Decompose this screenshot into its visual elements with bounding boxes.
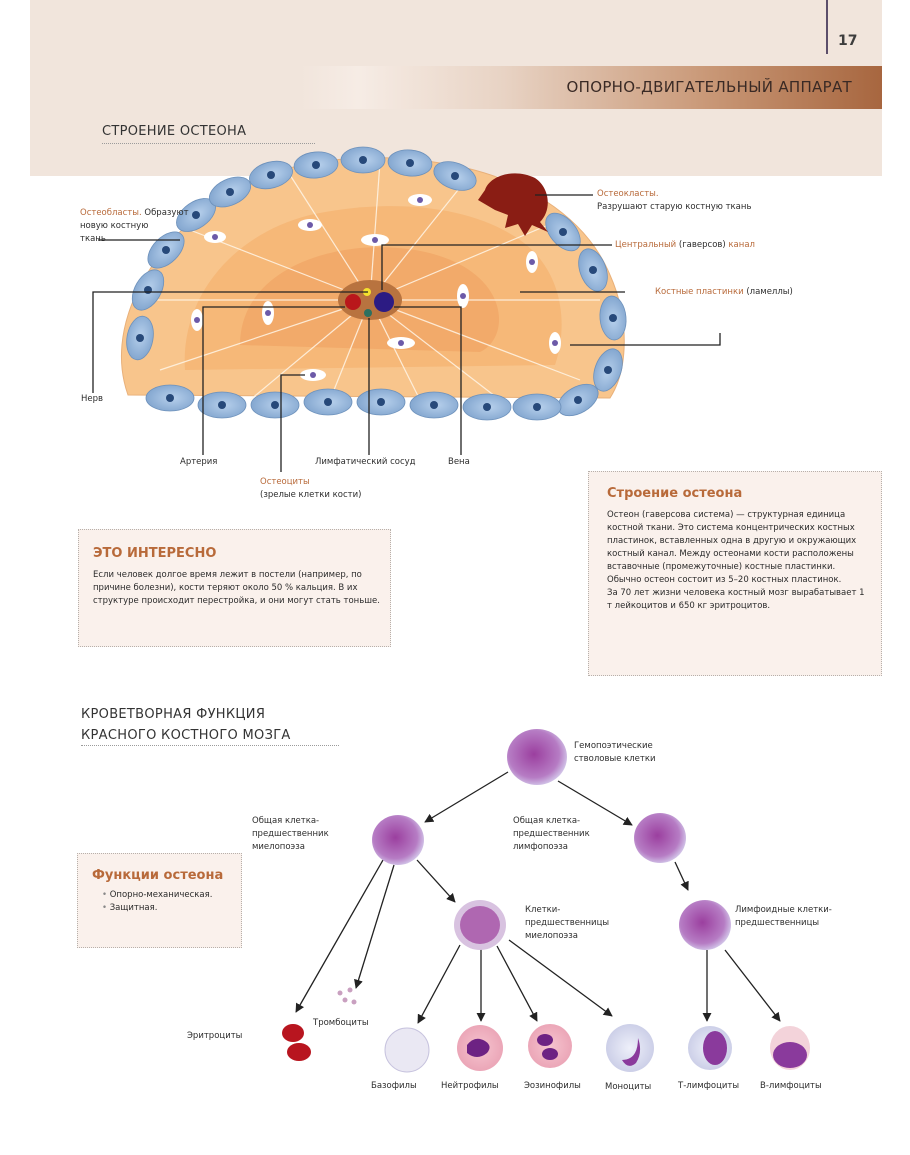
label-osteoclasts: Остеокласты. Разрушают старую костную тк… — [597, 189, 752, 212]
label-vein: Вена — [448, 457, 470, 467]
chapter-banner — [300, 66, 882, 109]
page-number: 17 — [838, 33, 858, 49]
lymphoid-precursor-cell — [679, 900, 731, 950]
label-central-canal: Центральный (гаверсов) канал — [615, 240, 755, 250]
label-lymph-vessel: Лимфатический сосуд — [315, 457, 416, 467]
label-osteoblasts: Остеобласты. Образуют новую костную ткан… — [80, 208, 189, 244]
artery-dot — [345, 294, 361, 310]
erythrocyte — [282, 1024, 304, 1042]
lymph-vessel-dot — [364, 309, 372, 317]
box-title: Строение остеона — [607, 486, 743, 501]
stem-cell — [507, 729, 567, 785]
box-title: Функции остеона — [92, 868, 224, 883]
label-artery: Артерия — [180, 457, 218, 467]
section-title-underline — [81, 745, 339, 746]
vein-dot — [374, 292, 394, 312]
function-item: Опорно-механическая. — [102, 889, 231, 902]
label-lymphoid-precursors: Лимфоидные клетки-предшественницы — [735, 905, 832, 928]
chapter-title: ОПОРНО-ДВИГАТЕЛЬНЫЙ АППАРАТ — [566, 78, 852, 96]
osteon-section-title: СТРОЕНИЕ ОСТЕОНА — [102, 124, 247, 139]
arrow — [424, 771, 509, 823]
label-monocytes: Моноциты — [605, 1082, 652, 1092]
osteon-structure-box: Строение остеона Остеон (гаверсова систе… — [588, 471, 882, 676]
label-t-lymphocytes: Т-лимфоциты — [678, 1081, 740, 1091]
lymphoid-progenitor-cell — [634, 813, 686, 863]
leader-lines — [92, 194, 721, 472]
label-thrombocytes: Тромбоциты — [313, 1018, 369, 1028]
thrombocytes — [337, 987, 357, 1005]
arrow — [557, 780, 633, 826]
label-nerve: Нерв — [81, 394, 104, 404]
page-number-rule — [826, 0, 828, 54]
label-erythrocytes: Эритроциты — [187, 1031, 243, 1041]
arrow — [496, 945, 538, 1022]
label-myeloid-precursors: Клетки-предшественницы миелопоэза — [525, 905, 610, 941]
label-lymphoid-progenitor: Общая клетка-предшественник лимфопоэза — [513, 816, 590, 852]
label-basophils: Базофилы — [371, 1081, 417, 1091]
label-myeloid-progenitor: Общая клетка-предшественник миелопоэза — [252, 816, 329, 852]
basophil — [384, 1027, 430, 1073]
lineage-arrows — [295, 771, 781, 1024]
label-neutrophils: Нейтрофилы — [441, 1081, 499, 1091]
label-osteocytes: Остеоциты (зрелые клетки кости) — [260, 477, 362, 500]
label-eosinophils: Эозинофилы — [524, 1081, 581, 1091]
arrow — [417, 944, 461, 1024]
box-title: ЭТО ИНТЕРЕСНО — [93, 546, 217, 561]
label-stem-cells: Гемопоэтические стволовые клетки — [574, 741, 656, 764]
arrow — [508, 939, 613, 1017]
arrow — [674, 861, 689, 891]
box-text: Если человек долгое время лежит в постел… — [93, 570, 380, 606]
label-b-lymphocytes: В-лимфоциты — [760, 1081, 822, 1091]
osteoclast — [478, 173, 548, 236]
monocyte — [606, 1024, 654, 1072]
arrow — [354, 864, 395, 989]
interesting-box: ЭТО ИНТЕРЕСНО Если человек долгое время … — [78, 529, 391, 647]
osteon-diagram — [92, 146, 721, 472]
arrow — [416, 859, 456, 903]
function-item: Защитная. — [102, 902, 231, 915]
box-text-fact: За 70 лет жизни человека костный мозг вы… — [607, 588, 865, 611]
erythrocyte — [287, 1043, 311, 1061]
functions-box: Функции остеона Опорно-механическая. Защ… — [77, 853, 242, 948]
label-lamellae: Костные пластинки (ламеллы) — [655, 287, 793, 297]
eosinophil — [528, 1024, 572, 1068]
arrow — [724, 949, 781, 1022]
hematopoiesis-title: КРОВЕТВОРНАЯ ФУНКЦИЯ КРАСНОГО КОСТНОГО М… — [81, 707, 291, 743]
box-text: Остеон (гаверсова система) — структурная… — [607, 510, 857, 585]
myeloid-progenitor-cell — [372, 815, 424, 865]
functions-list: Опорно-механическая. Защитная. — [92, 889, 231, 915]
arrow — [295, 859, 384, 1013]
section-title-underline — [102, 143, 315, 144]
